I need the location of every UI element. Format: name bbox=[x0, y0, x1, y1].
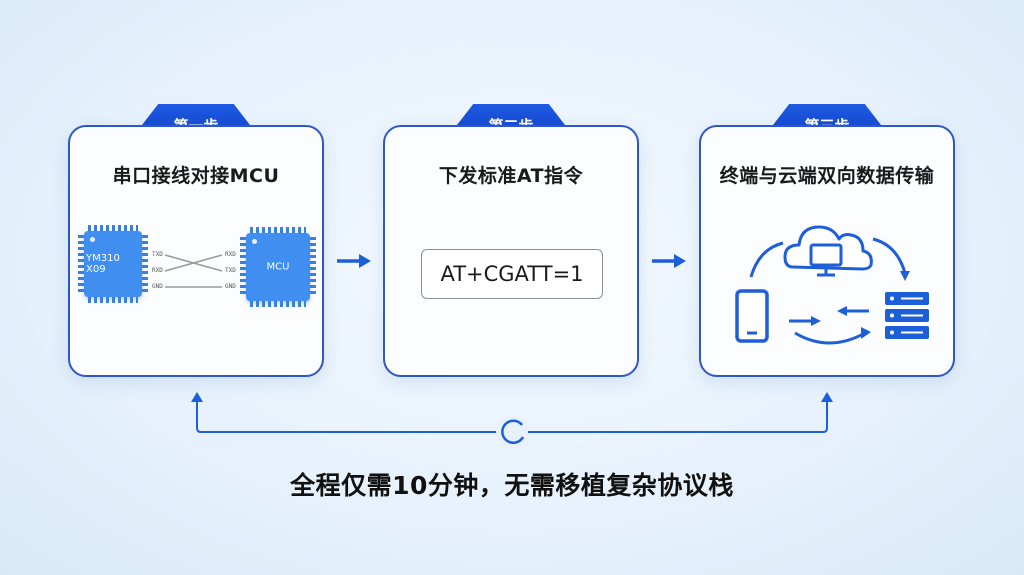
module-pin-txd: TXD bbox=[152, 251, 163, 258]
step-3-card: 终端与云端双向数据传输 bbox=[699, 125, 955, 377]
step-1-title: 串口接线对接MCU bbox=[112, 165, 280, 187]
data-flow-graphic bbox=[735, 225, 929, 345]
step-3-title: 终端与云端双向数据传输 bbox=[719, 165, 935, 187]
cloud-monitor-icon bbox=[783, 225, 873, 277]
server-icon bbox=[885, 292, 929, 339]
mcu-pin-rxd: RXD bbox=[225, 251, 236, 258]
module-pin-rxd: RXD bbox=[152, 267, 163, 274]
phone-icon bbox=[735, 289, 769, 343]
mcu-chip: MCU bbox=[240, 227, 316, 307]
arrow-right-icon bbox=[652, 254, 686, 268]
at-command-box: AT+CGATT=1 bbox=[421, 249, 603, 299]
step-2-title: 下发标准AT指令 bbox=[438, 165, 584, 187]
module-chip: YM310 X09 bbox=[78, 225, 148, 303]
module-pin-gnd: GND bbox=[152, 283, 163, 290]
step-1-card: 串口接线对接MCU YM310 X09 MCU TXD RXD GND RXD … bbox=[68, 125, 324, 377]
serial-wires bbox=[164, 254, 223, 288]
arrow-right-icon bbox=[337, 254, 371, 268]
step-2-card: 下发标准AT指令 AT+CGATT=1 bbox=[383, 125, 639, 377]
mcu-pin-gnd: GND bbox=[225, 283, 236, 290]
module-chip-label: YM310 X09 bbox=[86, 253, 120, 275]
footer-caption: 全程仅需10分钟，无需移植复杂协议栈 bbox=[290, 471, 734, 500]
mcu-chip-label: MCU bbox=[266, 261, 290, 273]
mcu-pin-txd: TXD bbox=[225, 267, 236, 274]
